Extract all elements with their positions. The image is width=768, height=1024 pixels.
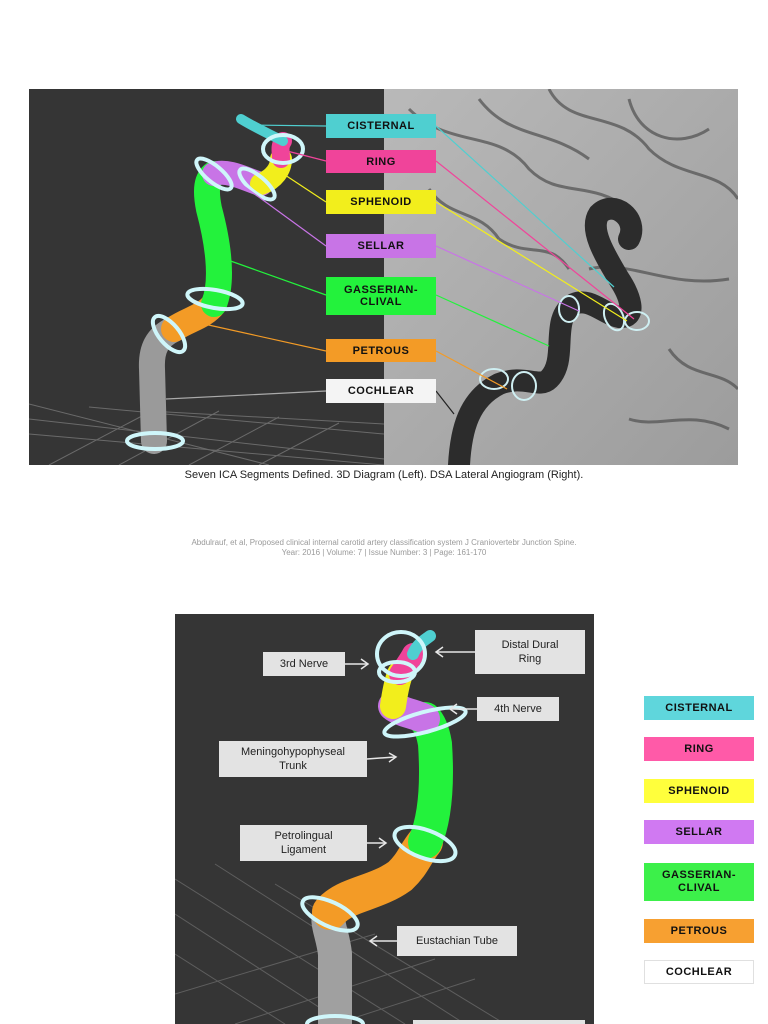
bottom-figure-3d: 3rd Nerve Distal Dural Ring 4th Nerve Me… xyxy=(175,614,594,1024)
segment-label-gasserian-clival: GASSERIAN- CLIVAL xyxy=(326,277,436,315)
segment-label-cochlear: COCHLEAR xyxy=(326,379,436,403)
citation: Abdulrauf, et al, Proposed clinical inte… xyxy=(0,538,768,558)
top-figure-art xyxy=(29,89,738,465)
legend-ring: RING xyxy=(644,737,754,761)
connector-lines xyxy=(165,124,635,415)
label-fourth-nerve: 4th Nerve xyxy=(477,697,559,721)
segment-label-petrous: PETROUS xyxy=(326,339,436,362)
citation-line-2: Year: 2016 | Volume: 7 | Issue Number: 3… xyxy=(281,548,487,557)
angiogram-ica xyxy=(448,197,643,465)
citation-line-1: Abdulrauf, et al, Proposed clinical inte… xyxy=(191,538,577,547)
label-third-nerve: 3rd Nerve xyxy=(263,652,345,676)
legend-petrous: PETROUS xyxy=(644,919,754,943)
bottom-arrows xyxy=(321,646,477,947)
label-distal-dural-ring: Distal Dural Ring xyxy=(475,630,585,674)
bottom-vessel-rings xyxy=(300,630,468,1024)
segment-label-cisternal: CISTERNAL xyxy=(326,114,436,138)
segment-label-ring: RING xyxy=(326,150,436,173)
top-figure-3d-and-angiogram: CISTERNAL RING SPHENOID SELLAR GASSERIAN… xyxy=(29,89,738,465)
segment-label-sphenoid: SPHENOID xyxy=(326,190,436,214)
legend-sphenoid: SPHENOID xyxy=(644,779,754,803)
legend-gasserian-clival: GASSERIAN- CLIVAL xyxy=(644,863,754,901)
figure-caption: Seven ICA Segments Defined. 3D Diagram (… xyxy=(184,469,584,481)
angiogram-vessels xyxy=(407,89,738,431)
angiogram-panel xyxy=(384,89,738,465)
label-meningohypophyseal-trunk: Meningohypophyseal Trunk xyxy=(219,741,367,777)
label-cut-off xyxy=(413,1020,585,1024)
legend-cochlear: COCHLEAR xyxy=(644,960,754,984)
legend-cisternal: CISTERNAL xyxy=(644,696,754,720)
label-petrolingual-ligament: Petrolingual Ligament xyxy=(240,825,367,861)
vessel-3d-rings xyxy=(125,133,305,451)
legend-sellar: SELLAR xyxy=(644,820,754,844)
label-eustachian-tube: Eustachian Tube xyxy=(397,926,517,956)
floor-grid xyxy=(29,403,385,465)
bottom-vessel xyxy=(311,630,453,1024)
segment-label-sellar: SELLAR xyxy=(326,234,436,258)
angiogram-rings xyxy=(479,295,650,401)
bottom-figure-art xyxy=(175,630,506,1024)
